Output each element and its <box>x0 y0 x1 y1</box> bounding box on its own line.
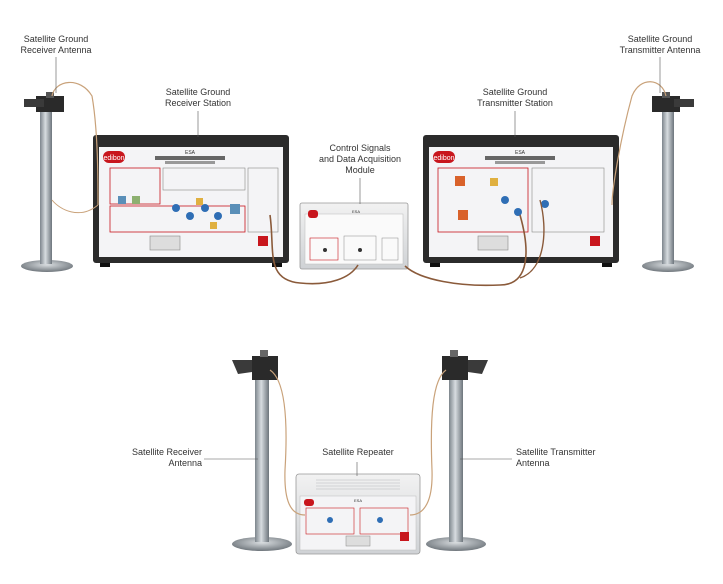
label-satellite-transmitter-antenna: Satellite Transmitter Antenna <box>516 447 596 468</box>
svg-text:ESA: ESA <box>354 498 362 503</box>
bottom-cables <box>269 369 447 516</box>
leader-lines <box>55 57 661 476</box>
label-ground-transmitter-antenna: Satellite Ground Transmitter Antenna <box>619 34 701 55</box>
transmitter-brand-logo: edibon <box>433 155 454 162</box>
ground-receiver-station: edibon ESA <box>93 135 289 267</box>
label-ground-receiver-antenna: Satellite Ground Receiver Antenna <box>20 34 92 55</box>
control-module: ESA <box>299 202 409 270</box>
receiver-brand-logo: edibon <box>103 155 124 162</box>
ground-receiver-antenna <box>21 92 73 272</box>
ground-transmitter-station: edibon ESA <box>423 135 619 267</box>
label-satellite-repeater: Satellite Repeater <box>322 447 394 457</box>
top-cables <box>51 81 667 287</box>
satellite-receiver-antenna <box>232 350 292 551</box>
label-ground-transmitter-station: Satellite Ground Transmitter Station <box>477 87 553 108</box>
ground-transmitter-antenna <box>642 92 694 272</box>
label-control-module: Control Signals and Data Acquisition Mod… <box>318 143 402 175</box>
svg-text:ESA: ESA <box>185 150 196 156</box>
satellite-transmitter-antenna <box>426 350 488 551</box>
svg-text:ESA: ESA <box>352 209 360 214</box>
satellite-repeater: ESA <box>295 473 421 555</box>
label-ground-receiver-station: Satellite Ground Receiver Station <box>164 87 232 108</box>
svg-text:ESA: ESA <box>515 150 526 156</box>
label-satellite-receiver-antenna: Satellite Receiver Antenna <box>131 447 202 468</box>
